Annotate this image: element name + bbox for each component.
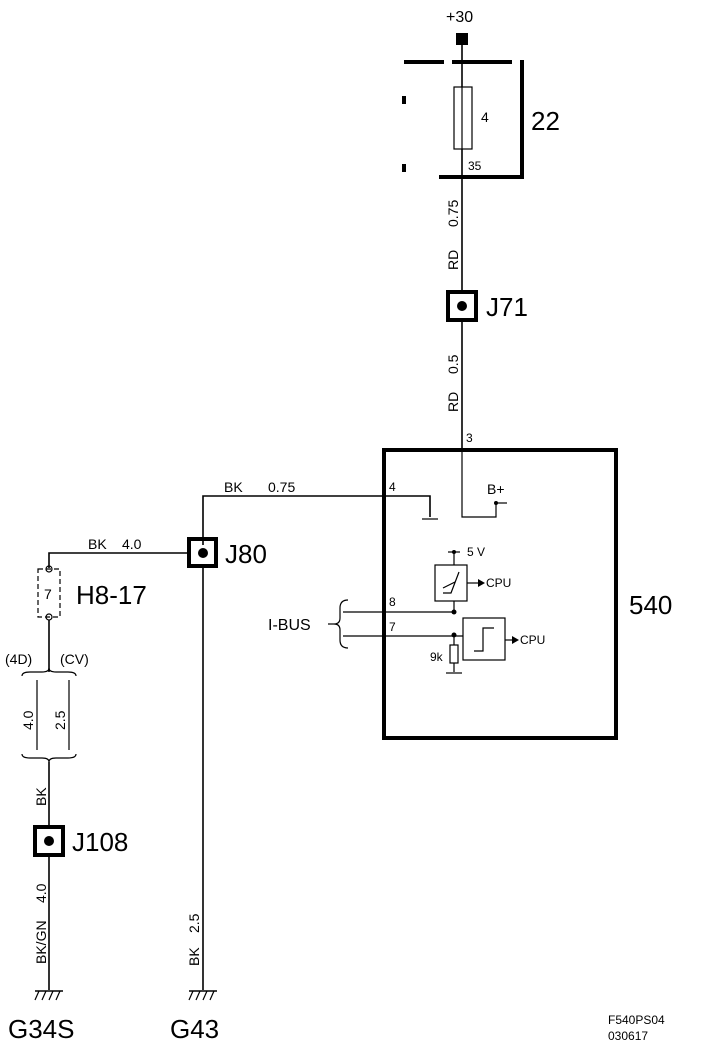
variant-a-size: 4.0 bbox=[20, 710, 36, 730]
supply-label: +30 bbox=[446, 9, 473, 26]
wire-color-6: BK bbox=[33, 787, 49, 806]
wire-size-2: 0.5 bbox=[445, 354, 461, 374]
wire-size-1: 0.75 bbox=[445, 200, 461, 227]
wire-size-3: 0.75 bbox=[268, 479, 295, 495]
wire-color-4: BK bbox=[88, 536, 107, 552]
variant-a-label: (4D) bbox=[5, 651, 32, 667]
footer-date: 030617 bbox=[608, 1029, 648, 1043]
variant-b-size: 2.5 bbox=[52, 710, 68, 730]
splice-j80-label: J80 bbox=[225, 539, 267, 569]
fuse-box-id: 22 bbox=[531, 106, 560, 136]
module-cpu-in: CPU bbox=[520, 633, 545, 647]
splice-j80-dot bbox=[198, 548, 208, 558]
connector-label: H8-17 bbox=[76, 580, 147, 610]
splice-j71-label: J71 bbox=[486, 292, 528, 322]
footer-code: F540PS04 bbox=[608, 1013, 665, 1027]
fuse-pin: 35 bbox=[468, 159, 482, 173]
ground-wire-j80 bbox=[202, 495, 431, 545]
connector-h8-17 bbox=[37, 568, 61, 618]
wire-color-2: RD bbox=[445, 392, 461, 412]
fuse-box bbox=[402, 60, 524, 179]
module-resistor: 9k bbox=[430, 650, 444, 664]
ground-symbol-right-icon bbox=[188, 990, 217, 1001]
module-pin-4: 4 bbox=[389, 480, 396, 494]
wire-color-5: BK bbox=[186, 947, 202, 966]
ibus-label: I-BUS bbox=[268, 617, 311, 634]
module-vref: 5 V bbox=[467, 545, 485, 559]
module-pin-3: 3 bbox=[466, 431, 473, 445]
wire-size-4: 4.0 bbox=[122, 536, 142, 552]
fuse-icon bbox=[453, 86, 473, 150]
splice-j108-dot bbox=[44, 836, 54, 846]
module-pin-8: 8 bbox=[389, 595, 396, 609]
ground-left-label: G34S bbox=[8, 1014, 75, 1044]
module-cpu-out: CPU bbox=[486, 576, 511, 590]
supply-terminal bbox=[456, 33, 468, 45]
splice-j108-label: J108 bbox=[72, 827, 128, 857]
resistor-icon bbox=[449, 644, 459, 664]
module-id: 540 bbox=[629, 590, 672, 620]
wire-size-7: 4.0 bbox=[33, 883, 49, 903]
module-bplus: B+ bbox=[487, 481, 505, 497]
ground-right-label: G43 bbox=[170, 1014, 219, 1044]
module-540 bbox=[382, 448, 618, 740]
wire-color-1: RD bbox=[445, 250, 461, 270]
variant-b-label: (CV) bbox=[60, 651, 89, 667]
module-pin-7: 7 bbox=[389, 620, 396, 634]
connector-pin: 7 bbox=[44, 586, 52, 602]
bus-driver-icon bbox=[434, 564, 468, 602]
splice-j71-dot bbox=[457, 301, 467, 311]
wire-color-3: BK bbox=[224, 479, 243, 495]
wire-size-5: 2.5 bbox=[186, 913, 202, 933]
fuse-number: 4 bbox=[481, 109, 489, 125]
ground-symbol-left-icon bbox=[34, 990, 63, 1001]
wire-color-7: BK/GN bbox=[33, 920, 49, 964]
bus-receiver-icon bbox=[462, 617, 506, 661]
